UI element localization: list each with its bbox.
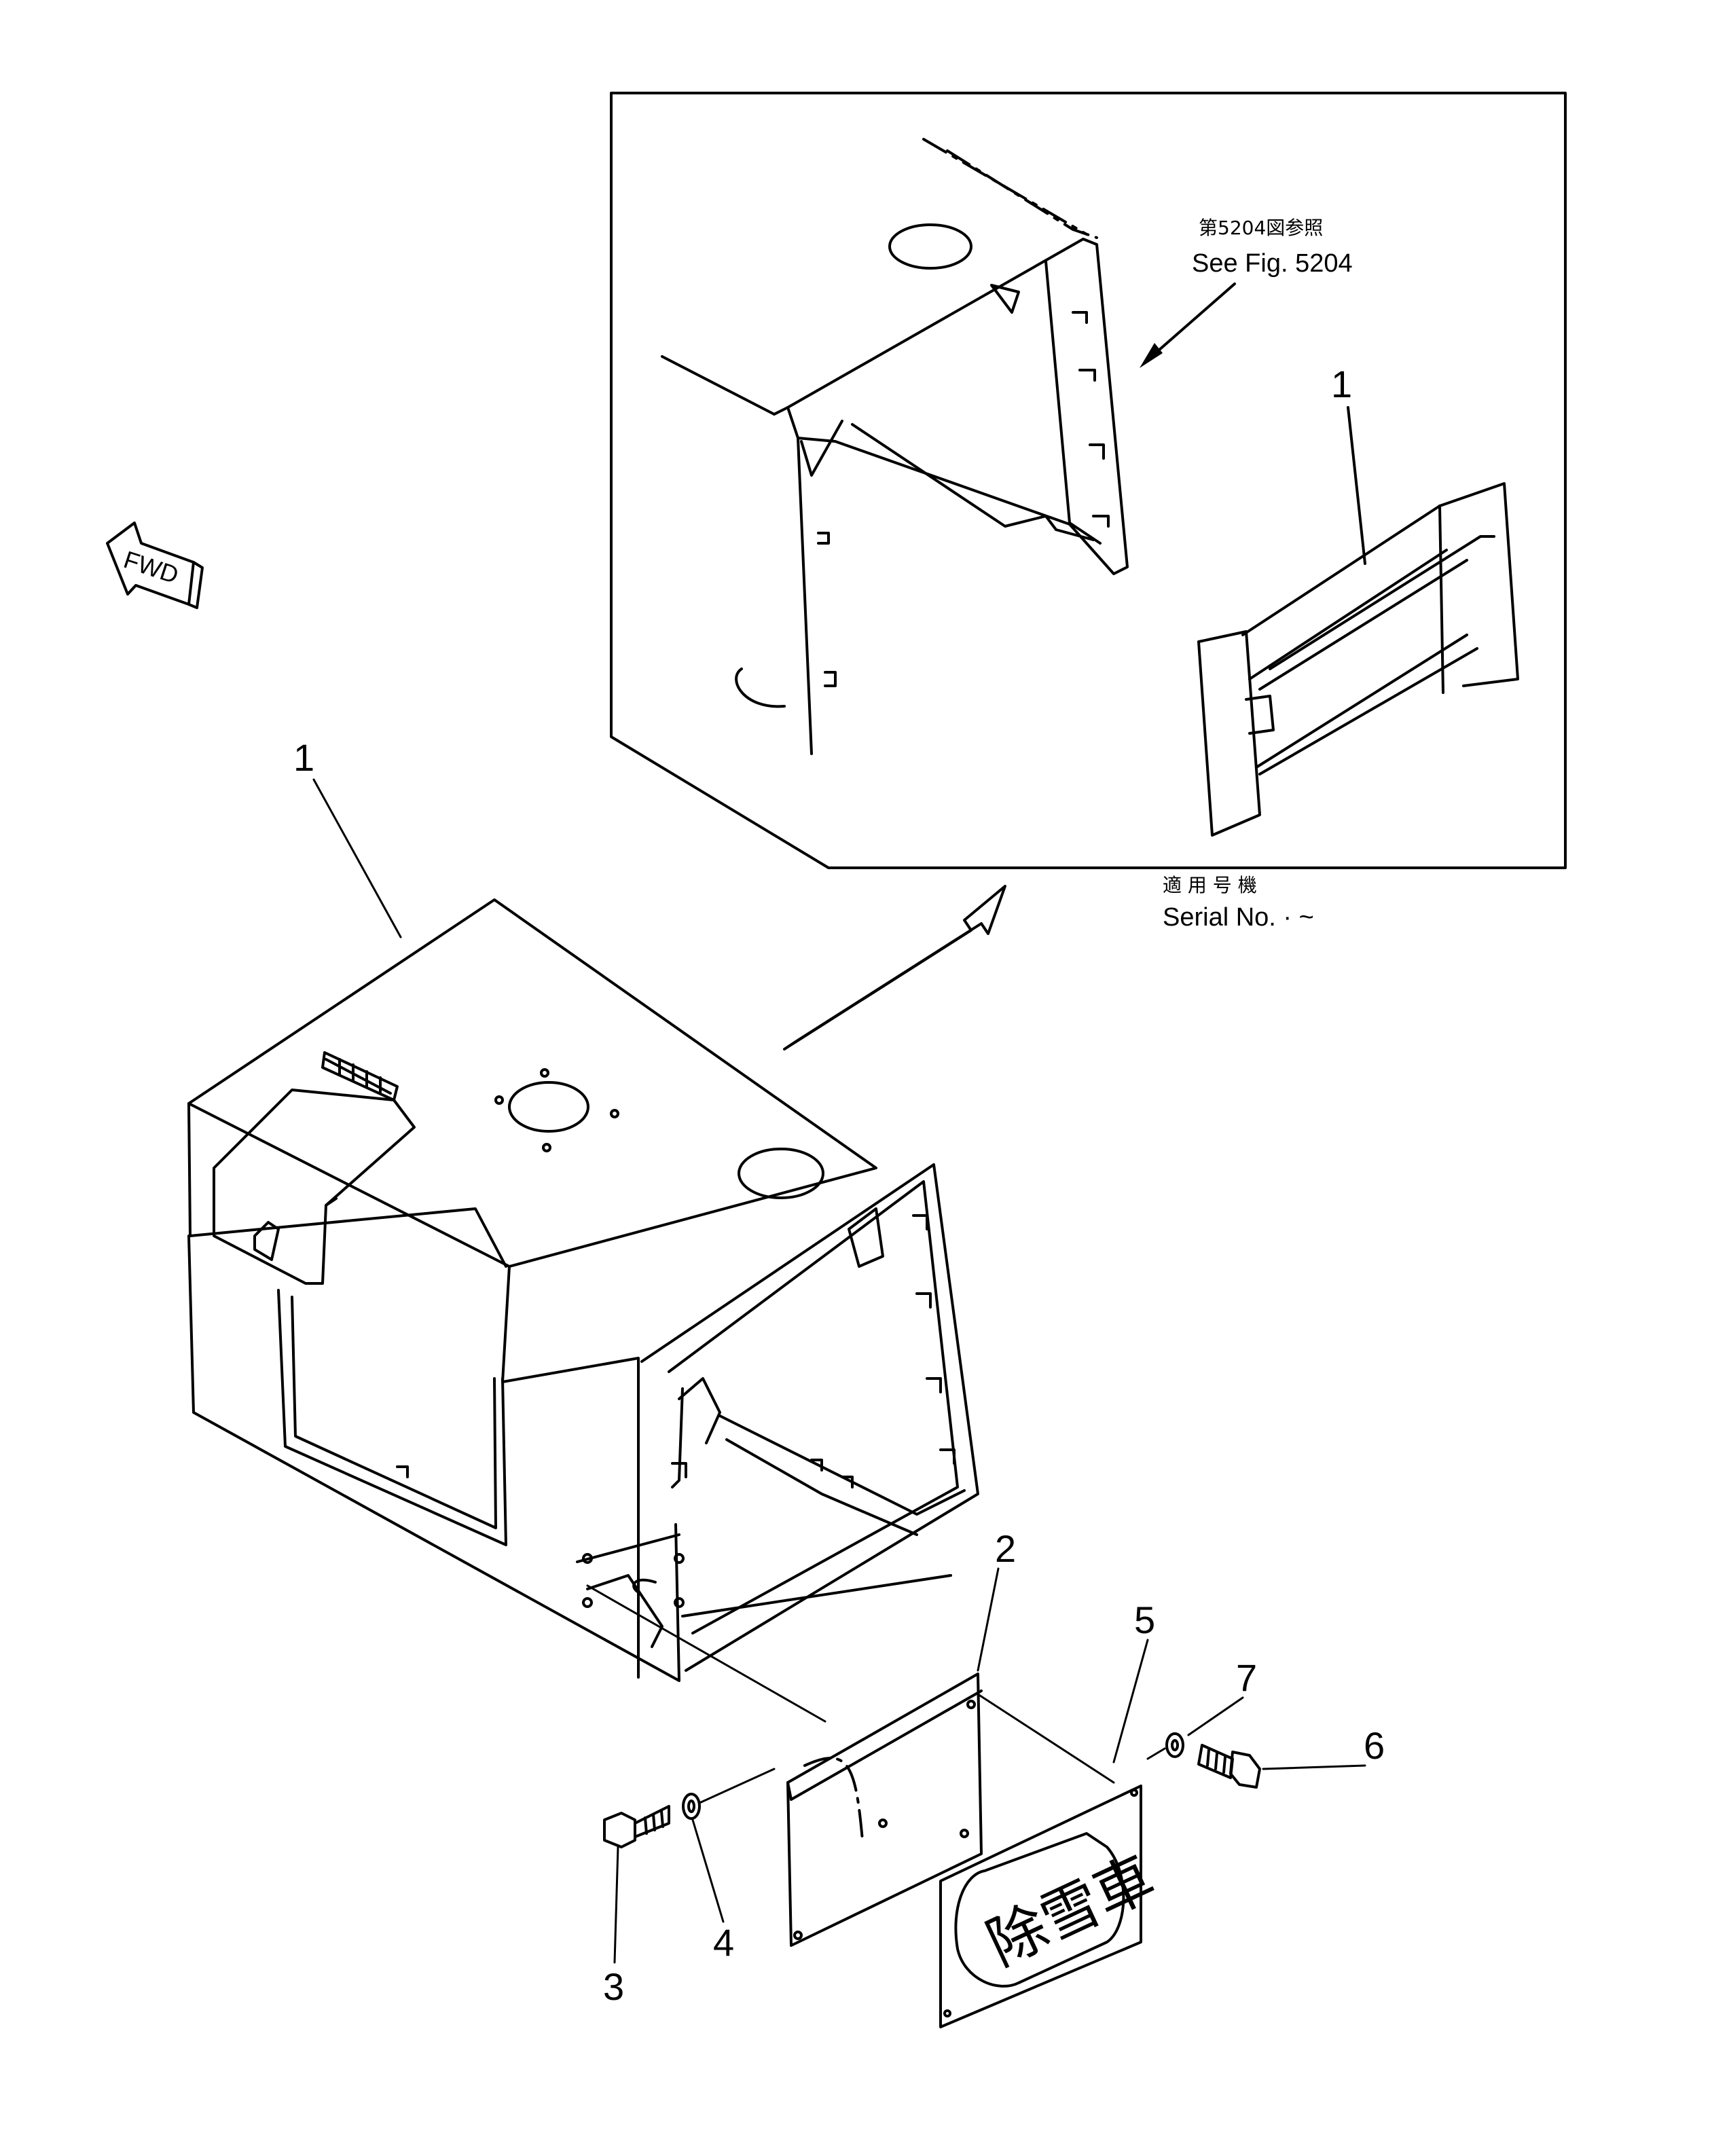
explode-line-2 bbox=[977, 1693, 1115, 1784]
callout-line-5 bbox=[1112, 1639, 1149, 1764]
fwd-label: FWD bbox=[120, 545, 182, 589]
inset-frame bbox=[610, 92, 1567, 869]
direction-arrow-icon bbox=[783, 885, 1006, 1050]
inset-cab bbox=[661, 138, 1129, 755]
callout-3: 3 bbox=[603, 1965, 624, 2008]
explode-line-1 bbox=[586, 1584, 826, 1723]
latch bbox=[253, 1221, 280, 1261]
fwd-arrow-icon: FWD bbox=[106, 522, 204, 609]
callout-line-7 bbox=[1187, 1696, 1244, 1736]
serial-label-jp: 適 用 号 機 bbox=[1163, 874, 1257, 896]
name-plate-part: 除雪車 bbox=[939, 1785, 1164, 2028]
callout-line-3 bbox=[613, 1846, 619, 1964]
leader-arrow-icon bbox=[1140, 282, 1236, 368]
callout-7: 7 bbox=[1236, 1656, 1257, 1699]
hinge-icon bbox=[321, 1051, 399, 1101]
cover-plate-part bbox=[786, 1673, 983, 1947]
callout-line-2 bbox=[977, 1567, 1000, 1672]
main-cab bbox=[187, 898, 979, 1682]
callout-inset-1: 1 bbox=[1331, 363, 1352, 405]
washer-icon-right bbox=[1165, 1732, 1184, 1758]
callout-5: 5 bbox=[1134, 1598, 1155, 1641]
inset-panel: 第5204図参照 See Fig. 5204 1 bbox=[610, 92, 1567, 869]
roof-hole-center bbox=[508, 1081, 589, 1133]
callout-line-inset-1 bbox=[1347, 406, 1366, 565]
callout-main-1: 1 bbox=[293, 736, 314, 779]
serial-label-en: Serial No. · ~ bbox=[1163, 903, 1314, 932]
roof-hole-side bbox=[738, 1148, 824, 1199]
reference-label-jp: 第5204図参照 bbox=[1199, 217, 1323, 239]
inset-frame-part bbox=[1197, 482, 1519, 837]
bolt-icon-right bbox=[1197, 1744, 1261, 1789]
washer-icon bbox=[682, 1793, 701, 1820]
callout-line-4 bbox=[691, 1819, 725, 1923]
callout-2: 2 bbox=[995, 1527, 1016, 1570]
reference-label-en: See Fig. 5204 bbox=[1192, 249, 1353, 278]
callout-6: 6 bbox=[1364, 1724, 1385, 1767]
callout-line-6 bbox=[1262, 1764, 1366, 1770]
bolt-icon bbox=[603, 1805, 670, 1848]
callout-line-main-1 bbox=[312, 778, 402, 938]
callout-4: 4 bbox=[713, 1921, 734, 1964]
inset-roof-hole bbox=[888, 223, 972, 270]
